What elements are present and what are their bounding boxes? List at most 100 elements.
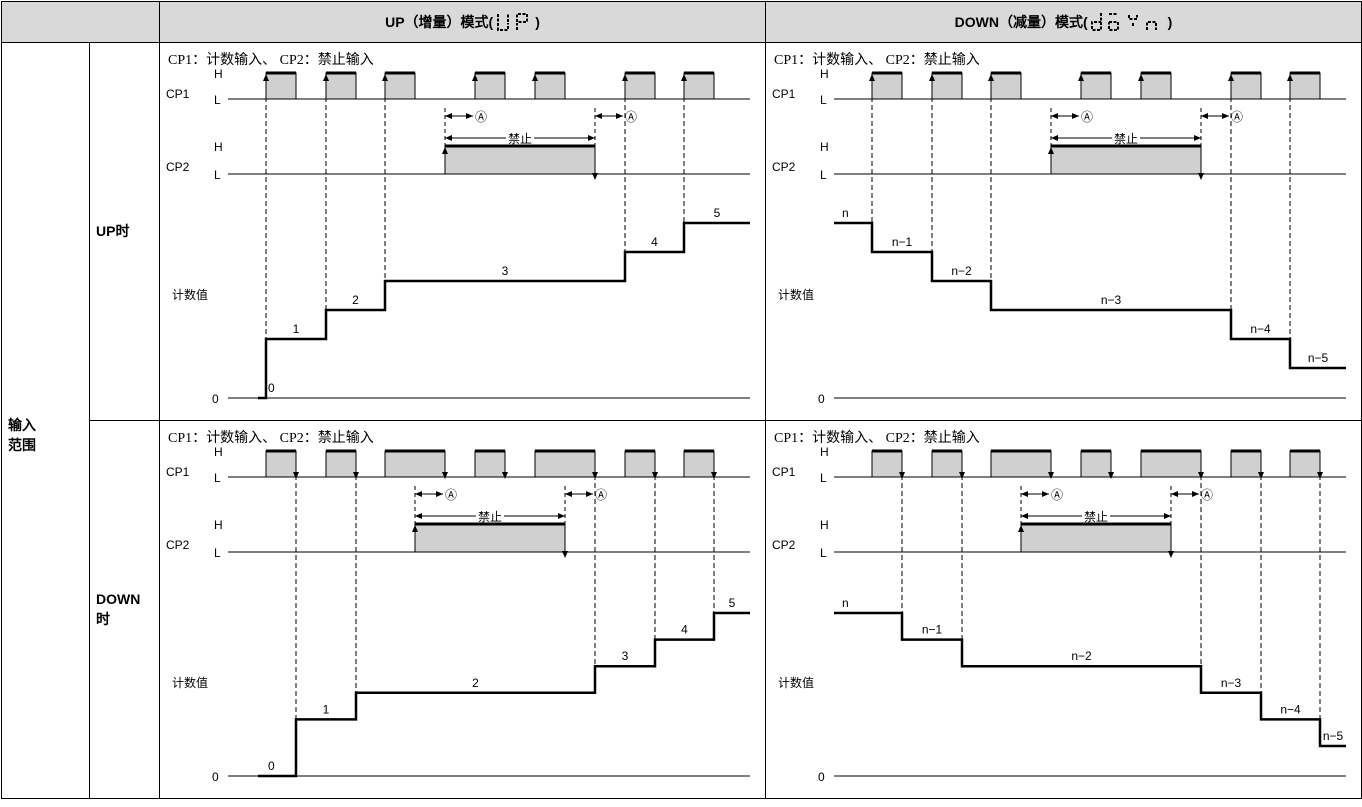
cp1-pulse [1230, 72, 1262, 100]
count-zero-label: 0 [212, 392, 219, 406]
inhibit-span-arrow-right [588, 135, 595, 141]
cp1-low-label: L [214, 471, 221, 485]
count-value-2: n−2 [951, 264, 972, 278]
inhibit-span-arrow-right [1164, 513, 1171, 519]
inhibit-label: 禁止 [1114, 132, 1138, 146]
cp1-pulse [325, 72, 357, 100]
cp2-low-label: L [820, 168, 827, 182]
delay-a-marker: Ⓐ [1051, 488, 1063, 502]
delay-a-arrow-start-left [1051, 113, 1058, 119]
cp1-pulse [534, 72, 566, 100]
cp1-pulse [384, 450, 446, 478]
cp1-pulse [683, 450, 715, 478]
panel-caption: CP1：计数输入、 CP2：禁止输入 [774, 431, 980, 446]
count-value-0: 0 [268, 381, 275, 395]
down-mode-title: DOWN（减量）模式( [954, 14, 1088, 30]
cp2-label: CP2 [166, 160, 190, 174]
cp1-low-label: L [820, 471, 827, 485]
cp1-falling-edge-arrow [1048, 472, 1054, 479]
count-value-5: n−5 [1323, 729, 1344, 743]
cp2-low-label: L [214, 168, 221, 182]
cp1-high-label: H [214, 445, 223, 459]
inhibit-text-bg [476, 508, 504, 522]
down-mode-header: DOWN（减量）模式( ) [765, 1, 1362, 43]
cp1-pulse [265, 72, 297, 100]
cp1-rising-edge-arrow [1078, 74, 1084, 81]
count-value-1: n−1 [922, 623, 943, 637]
cp2-high-label: H [820, 518, 829, 532]
cp1-label: CP1 [166, 87, 190, 101]
inhibit-label: 禁止 [508, 132, 532, 146]
cp1-rising-edge-arrow [1138, 74, 1144, 81]
cp1-pulse [265, 450, 297, 478]
count-staircase [258, 611, 750, 778]
delay-a-arrow-start [1042, 491, 1049, 497]
delay-a-marker: Ⓐ [1231, 110, 1243, 124]
up-time-label: UP时 [96, 223, 130, 239]
cp1-pulse [683, 72, 715, 100]
up-mode-header: UP（增量）模式( ) [159, 1, 766, 43]
cp1-pulse [624, 450, 656, 478]
down-mode-title-close: ) [1167, 14, 1173, 30]
delay-a-marker: Ⓐ [1201, 488, 1213, 502]
cp2-high-label: H [820, 140, 829, 154]
count-value-2: 2 [352, 293, 359, 307]
panel-caption: CP1：计数输入、 CP2：禁止输入 [774, 53, 980, 68]
count-value-4: n−4 [1280, 702, 1301, 716]
cp2-low-label: L [214, 546, 221, 560]
cp1-pulse [871, 450, 903, 478]
up-segment-display-icon [497, 13, 529, 31]
cp1-pulse [1140, 72, 1172, 100]
inhibit-span-arrow-left [1021, 513, 1028, 519]
cp2-rising-arrow [1018, 525, 1024, 532]
cp2-inhibit-pulse [444, 145, 596, 175]
cp1-pulse [990, 450, 1052, 478]
cp2-rising-arrow [1048, 147, 1054, 154]
delay-a-arrow-start-left [415, 491, 422, 497]
count-value-3: 3 [622, 649, 629, 663]
cp1-high-label: H [214, 67, 223, 81]
count-value-5: 5 [729, 596, 736, 610]
cp2-label: CP2 [772, 538, 796, 552]
cp1-pulse [1080, 72, 1112, 100]
cp1-low-label: L [820, 93, 827, 107]
inhibit-label: 禁止 [478, 510, 502, 524]
delay-a-arrow-end-left [565, 491, 572, 497]
inhibit-span-arrow-left [415, 513, 422, 519]
cp2-falling-arrow [1198, 173, 1204, 180]
cp2-inhibit-pulse [1050, 145, 1202, 175]
count-value-1: n−1 [892, 235, 913, 249]
cp2-falling-arrow [592, 173, 598, 180]
inhibit-span-arrow-right [1194, 135, 1201, 141]
count-zero-label: 0 [818, 770, 825, 784]
cp2-rising-arrow [412, 525, 418, 532]
count-value-3: n−3 [1101, 293, 1122, 307]
delay-a-arrow-end [616, 113, 623, 119]
cp1-rising-edge-arrow [532, 74, 538, 81]
panel-caption: CP1：计数输入、 CP2：禁止输入 [168, 431, 374, 446]
corner-header [1, 1, 160, 43]
cp1-falling-edge-arrow [502, 472, 508, 479]
down-segment-display-icon [1090, 13, 1157, 31]
cp1-label: CP1 [772, 465, 796, 479]
count-value-2: 2 [472, 676, 479, 690]
delay-a-arrow-end-left [1171, 491, 1178, 497]
cp2-label: CP2 [166, 538, 190, 552]
count-value-label: 计数值 [172, 675, 208, 690]
cp2-falling-arrow [562, 551, 568, 558]
cp2-rising-arrow [442, 147, 448, 154]
inhibit-span-arrow-left [445, 135, 452, 141]
cp1-pulse [990, 72, 1022, 100]
cp1-pulse [1080, 450, 1112, 478]
count-value-4: 4 [681, 623, 688, 637]
cp1-pulse [931, 72, 963, 100]
inhibit-span-arrow-left [1051, 135, 1058, 141]
inhibit-text-bg [1082, 508, 1110, 522]
count-value-label: 计数值 [778, 287, 814, 302]
